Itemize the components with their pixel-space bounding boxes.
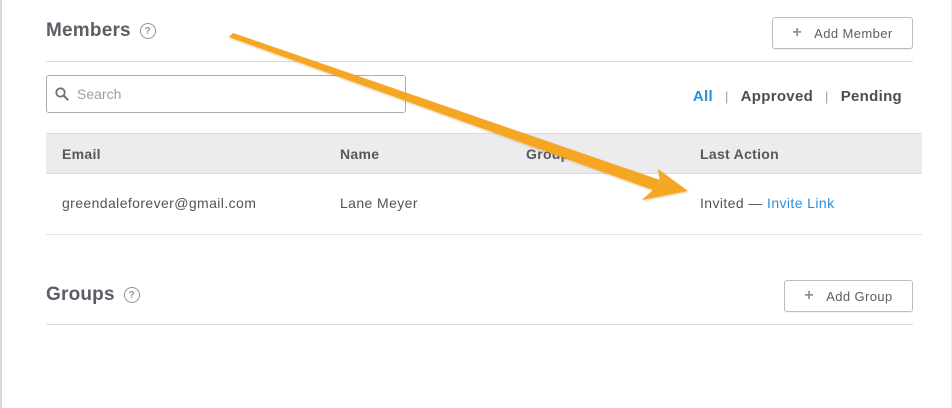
search-icon [55,87,69,101]
help-icon[interactable]: ? [123,287,140,303]
member-last-action: Invited — Invite Link [700,195,834,211]
column-header-group[interactable]: Group [526,146,570,162]
last-action-text: Invited — [700,195,768,211]
column-header-email[interactable]: Email [62,146,101,162]
filter-all[interactable]: All [692,88,713,105]
filter-approved[interactable]: Approved [740,88,814,105]
column-header-last-action[interactable]: Last Action [700,146,780,162]
filter-separator: | [724,89,729,104]
add-member-label: Add Member [814,25,893,41]
members-title: Members ? [46,20,156,42]
left-border [0,0,2,408]
search-input[interactable] [75,85,379,103]
row-divider [46,234,922,235]
invite-link[interactable]: Invite Link [767,195,835,211]
member-name: Lane Meyer [340,195,418,211]
plus-icon: + [804,287,815,304]
members-table-header: Email Name Group Last Action [46,133,922,174]
add-member-button[interactable]: + Add Member [772,17,913,49]
groups-title-text: Groups [46,284,115,305]
search-box[interactable] [46,75,406,113]
groups-title: Groups ? [46,284,140,306]
plus-icon: + [792,24,803,41]
column-header-name[interactable]: Name [340,146,380,162]
filter-separator: | [825,89,829,104]
members-divider [46,61,913,62]
add-group-button[interactable]: + Add Group [784,280,913,312]
members-title-text: Members [46,20,131,41]
help-icon[interactable]: ? [139,23,156,39]
filter-pending[interactable]: Pending [840,88,902,105]
member-email: greendaleforever@gmail.com [62,195,257,211]
status-filter: All | Approved | Pending [693,88,902,105]
add-group-label: Add Group [826,288,893,304]
groups-divider [46,324,913,325]
